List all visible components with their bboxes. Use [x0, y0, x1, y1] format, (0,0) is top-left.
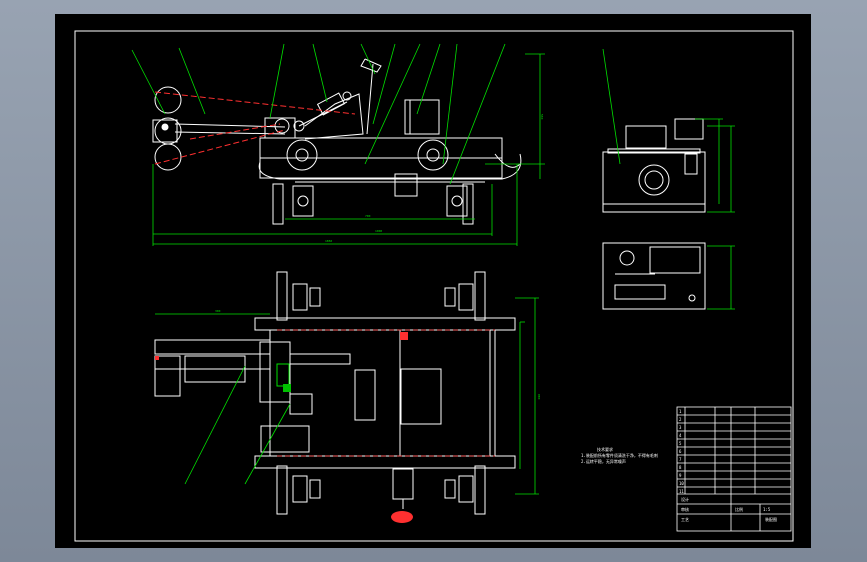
cutter-disc-bottom [154, 143, 182, 171]
main-frame [269, 329, 496, 457]
svg-text:5: 5 [679, 441, 682, 446]
svg-text:8: 8 [679, 465, 682, 470]
notes-line-2: 2.运转平稳，无异常噪声 [581, 458, 626, 464]
plan-reducer [260, 425, 310, 453]
plan-gearbox [289, 393, 313, 415]
svg-text:300: 300 [215, 309, 221, 313]
plan-view [154, 271, 516, 515]
station-plan [602, 242, 706, 310]
plan-cutter [154, 355, 181, 397]
svg-text:1850: 1850 [325, 239, 332, 243]
plan-pivot [259, 341, 291, 403]
wheel-rear [417, 139, 449, 171]
hydraulic-station-front [602, 118, 706, 213]
svg-text:6: 6 [679, 449, 682, 454]
plan-wheel-tr [444, 271, 486, 321]
body-plate [399, 329, 491, 457]
svg-text:1: 1 [679, 409, 682, 414]
tank-body [602, 151, 706, 213]
svg-text:1000: 1000 [375, 229, 382, 233]
seat-post [366, 63, 374, 135]
svg-text:880: 880 [537, 394, 541, 400]
svg-text:3: 3 [679, 425, 682, 430]
dimensions-station-front [602, 48, 735, 213]
plan-accents [155, 332, 413, 523]
rail-wheel-right [446, 183, 474, 225]
svg-text:11: 11 [679, 489, 684, 494]
plan-arm-top [154, 339, 271, 355]
tb-label-review: 审核 [681, 506, 689, 512]
cutter-disc-top [154, 86, 182, 114]
arm-joint [264, 117, 296, 139]
leaders-side [131, 43, 506, 185]
dimension-texts-plan: 300 880 [215, 309, 541, 400]
dimensions-station-top [707, 245, 735, 310]
tank-window [638, 164, 670, 196]
svg-text:560: 560 [540, 114, 544, 120]
plan-wheel-tl [276, 271, 321, 321]
tb-label-process: 工艺 [681, 517, 689, 522]
plan-drive [392, 468, 414, 500]
plan-wheel-br [444, 465, 486, 515]
title-block [676, 406, 792, 532]
side-view [152, 58, 522, 225]
hydraulic-station-top [602, 242, 706, 310]
drive-sprocket [391, 511, 413, 523]
motor [674, 118, 704, 140]
dimension-texts-side: 700 1000 1850 560 [325, 114, 544, 243]
arm-pivot [274, 118, 290, 134]
cutter-hub [152, 119, 178, 143]
technical-notes: 技术要求 1.装配前所有零件须清洗干净，不得有毛刺 2.运转平稳，无异常噪声 [581, 446, 658, 464]
tb-label-design: 设计 [681, 496, 689, 502]
engine-box [400, 368, 442, 425]
drawing-canvas: 700 1000 1850 560 [74, 30, 794, 542]
section-lines-side [154, 91, 356, 165]
svg-text:9: 9 [679, 473, 682, 478]
dimensions-plan [155, 297, 539, 495]
seat [360, 58, 382, 73]
section-lines-plan [277, 329, 495, 457]
valve-block [625, 125, 667, 149]
dimensions-side [152, 53, 545, 246]
tb-label-scale: 比例 [735, 506, 743, 512]
rail-wheel-left [272, 183, 314, 225]
control-panel [354, 369, 376, 421]
notes-title: 技术要求 [597, 446, 613, 452]
drive-unit [394, 173, 418, 197]
tb-scale: 1:5 [763, 507, 771, 512]
svg-text:10: 10 [679, 481, 684, 486]
notes-line-1: 1.装配前所有零件须清洗干净，不得有毛刺 [581, 452, 658, 458]
valve-plan [614, 284, 666, 300]
plan-wheel-bl [276, 465, 321, 515]
svg-text:7: 7 [679, 457, 682, 462]
drawing-sheet: 700 1000 1850 560 [55, 14, 811, 548]
hydraulic-cylinder [316, 92, 346, 116]
tb-name: 装配图 [765, 516, 777, 522]
motor-plan [649, 246, 701, 274]
svg-text:2: 2 [679, 417, 682, 422]
wheel-front [286, 139, 318, 171]
svg-text:4: 4 [679, 433, 682, 438]
svg-text:700: 700 [365, 214, 371, 218]
title-block-text: 1 2 3 4 5 6 7 8 9 10 11 设计 审核 工艺 比例 1:5 … [679, 409, 777, 522]
inner-frame [74, 30, 794, 542]
